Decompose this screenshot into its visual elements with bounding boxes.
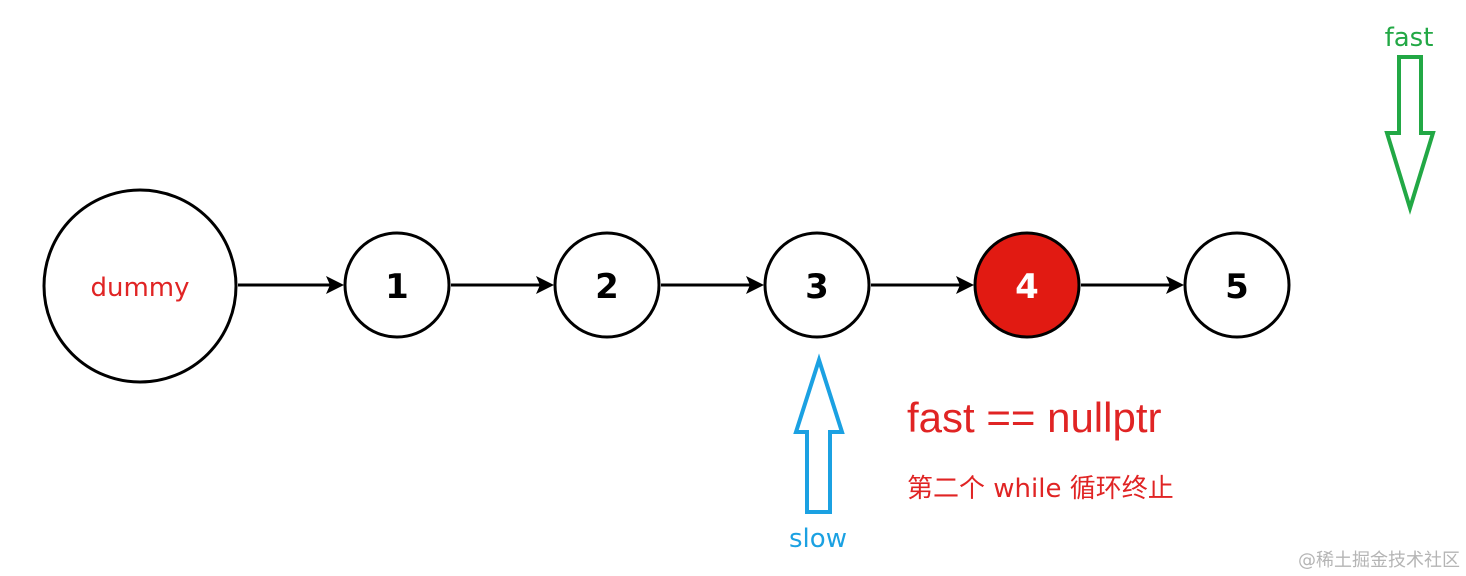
termination-condition: fast == nullptr — [907, 394, 1161, 441]
node-circle — [1183, 231, 1291, 339]
fast-pointer-label: fast — [1385, 23, 1434, 53]
dummy-node: dummy — [42, 188, 238, 384]
termination-note: 第二个 while 循环终止 — [907, 474, 1174, 504]
slow-arrow-icon — [793, 353, 845, 514]
dummy-node-label: dummy — [90, 273, 189, 303]
edge-1-to-2 — [451, 276, 554, 294]
slow-pointer-label: slow — [789, 524, 847, 554]
list-node: 2 — [553, 231, 661, 339]
list-node: 5 — [1183, 231, 1291, 339]
edges — [238, 276, 1184, 294]
dummy-node-circle — [42, 188, 238, 384]
node-label: 3 — [805, 267, 829, 307]
node-label: 2 — [595, 267, 619, 307]
edge-2-to-3 — [661, 276, 764, 294]
watermark: @稀土掘金技术社区 — [1298, 550, 1460, 571]
node-label: 5 — [1225, 267, 1249, 307]
node-circle — [553, 231, 661, 339]
list-node: 3 — [763, 231, 871, 339]
edge-3-to-4 — [871, 276, 974, 294]
fast-pointer: fast — [1384, 23, 1436, 215]
node-circle — [973, 231, 1081, 339]
node-label: 1 — [385, 267, 409, 307]
list-node-highlighted: 4 — [973, 231, 1081, 339]
node-label: 4 — [1015, 267, 1039, 307]
list-node: 1 — [343, 231, 451, 339]
fast-arrow-icon — [1384, 55, 1436, 215]
node-circle — [763, 231, 871, 339]
edge-4-to-5 — [1081, 276, 1184, 294]
node-circle — [343, 231, 451, 339]
edge-dummy-to-1 — [238, 276, 344, 294]
slow-pointer: slow — [789, 353, 847, 554]
